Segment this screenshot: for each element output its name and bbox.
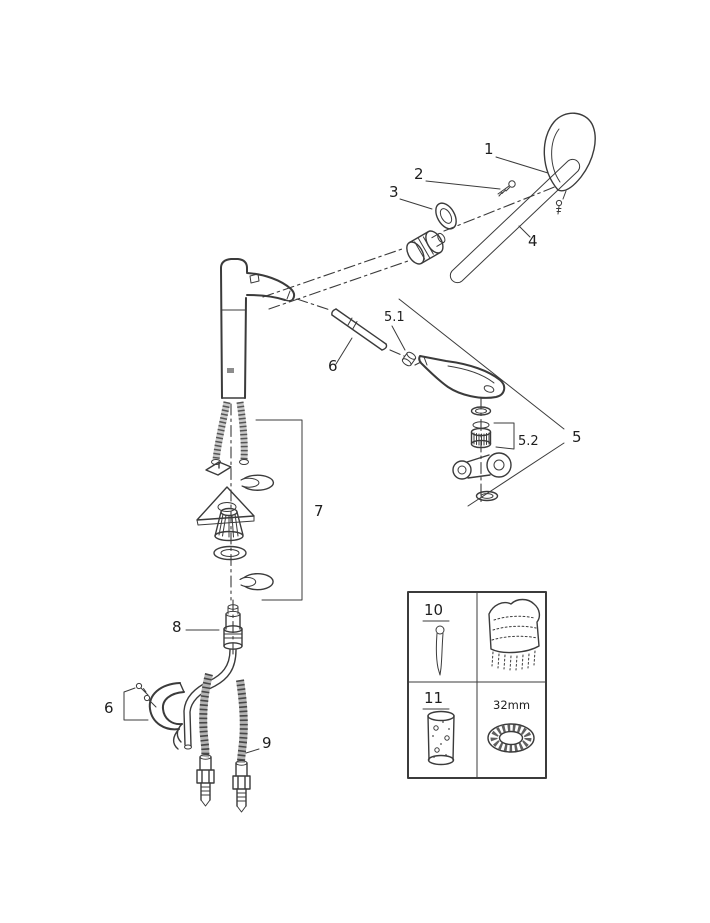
group-bracket-4 xyxy=(449,158,581,284)
cartridge xyxy=(406,230,446,265)
corrugated-hose-tails xyxy=(211,401,249,465)
quick-coupler xyxy=(223,599,243,659)
leader-6-spray xyxy=(335,337,353,365)
leader-1 xyxy=(495,156,549,174)
hose-holder xyxy=(135,682,185,750)
leader-9 xyxy=(245,748,260,754)
callout-5-1: 5.1 xyxy=(384,310,405,325)
callout-9: 9 xyxy=(262,734,272,752)
handle-lever xyxy=(543,112,596,215)
lever-link xyxy=(452,452,512,480)
horseshoe-washer xyxy=(239,573,274,591)
callout-2: 2 xyxy=(414,165,424,183)
threaded-cone xyxy=(214,507,244,542)
leader-5-1 xyxy=(391,325,406,351)
swivel-ring xyxy=(470,406,492,416)
accessories-box xyxy=(407,591,547,779)
callout-7: 7 xyxy=(314,502,324,520)
base-ring xyxy=(475,490,499,502)
bracket-5 xyxy=(398,298,565,507)
holder-screws xyxy=(135,682,157,708)
spray-head xyxy=(418,355,506,399)
hose-fitting-right xyxy=(232,760,251,813)
mesh-cloth xyxy=(488,598,541,671)
callout-3: 3 xyxy=(389,183,399,201)
seal-sleeve xyxy=(427,710,455,766)
ring-size-label: 32mm xyxy=(493,698,530,712)
cap-ring xyxy=(435,202,457,230)
callout-6-holder: 6 xyxy=(104,699,114,717)
supply-hoses xyxy=(196,673,251,813)
faucet-body xyxy=(220,258,296,399)
service-tool xyxy=(435,625,445,676)
set-screw xyxy=(497,180,516,197)
brand-mark xyxy=(227,368,234,373)
leader-3 xyxy=(399,198,433,210)
hose-fitting-left xyxy=(196,754,215,807)
callout-5-2: 5.2 xyxy=(518,434,539,449)
retainer-clip xyxy=(205,461,232,476)
spray-hose-wand xyxy=(331,308,388,351)
callout-10: 10 xyxy=(424,601,443,619)
handle-screw-icon xyxy=(555,199,563,215)
check-valve-5-1 xyxy=(401,351,417,367)
callout-6-spray: 6 xyxy=(328,357,338,375)
pullout-hose xyxy=(183,649,237,750)
callout-4: 4 xyxy=(528,232,538,250)
callout-5: 5 xyxy=(572,428,582,446)
leader-2 xyxy=(425,180,501,190)
bracket-6-holder xyxy=(123,687,149,721)
callout-11: 11 xyxy=(424,689,443,707)
washer xyxy=(213,545,247,561)
callout-8: 8 xyxy=(172,618,182,636)
ring-32mm xyxy=(487,723,535,753)
callout-1: 1 xyxy=(484,140,494,158)
bracket-5-2 xyxy=(493,422,515,450)
c-ring xyxy=(240,474,275,491)
bracket-7 xyxy=(255,419,303,601)
bearing-stack-5-2 xyxy=(470,421,492,449)
